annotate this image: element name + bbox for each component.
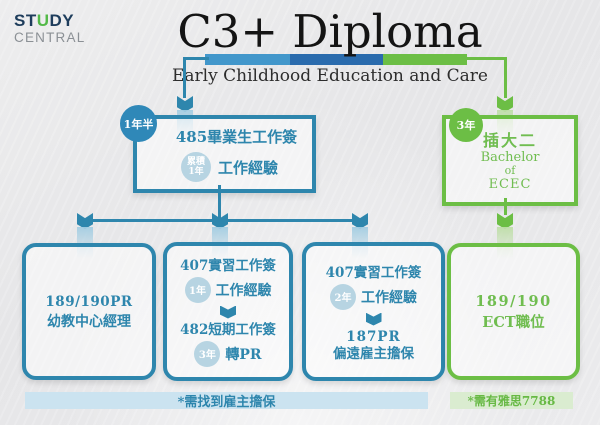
title-bar-dark-blue bbox=[290, 54, 383, 65]
page-title: C3+ Diploma bbox=[177, 5, 483, 58]
pr-transfer-row: 3年 轉PR bbox=[194, 340, 262, 367]
arrow-down-icon bbox=[177, 96, 193, 112]
logo-study-u: U bbox=[36, 11, 50, 30]
experience-label: 工作經驗 bbox=[361, 289, 417, 306]
experience-label: 工作經驗 bbox=[217, 158, 278, 177]
connector-line bbox=[183, 57, 209, 60]
arrow-down-icon bbox=[212, 213, 228, 229]
connector-line bbox=[183, 57, 186, 98]
accumulate-badge-line2: 1年 bbox=[188, 167, 204, 177]
connector-line bbox=[504, 198, 507, 215]
connector-line bbox=[467, 57, 507, 60]
visa-187-title: 187PR bbox=[346, 328, 401, 345]
employer-sponsor-footnote: *需找到雇主擔保 bbox=[25, 392, 428, 410]
connector-line bbox=[504, 57, 507, 98]
experience-label: 工作經驗 bbox=[215, 282, 272, 299]
visa-485-title: 485畢業生工作簽 bbox=[175, 128, 298, 146]
bachelor-line4: ECEC bbox=[488, 177, 532, 192]
arrow-down-icon bbox=[220, 305, 236, 319]
arrow-down-icon bbox=[497, 213, 513, 229]
transfer-pr-label: 轉PR bbox=[225, 346, 262, 363]
pr-line1: 189/190PR bbox=[45, 293, 133, 310]
visa-407-title: 407實習工作簽 bbox=[180, 257, 276, 274]
year-badge: 1年 bbox=[184, 276, 211, 303]
logo-study-pre: ST bbox=[14, 11, 37, 30]
bachelor-line2: Bachelor bbox=[480, 150, 540, 165]
title-bar-green bbox=[383, 54, 467, 65]
year-badge: 3年 bbox=[194, 340, 221, 367]
arrow-down-icon bbox=[352, 213, 368, 229]
node-189-190-pr: 189/190PR 幼教中心經理 bbox=[22, 243, 156, 380]
node-189-190-ect: 189/190 ECT職位 bbox=[447, 243, 580, 380]
bachelor-line3: of bbox=[504, 164, 516, 177]
experience-row: 2年 工作經驗 bbox=[330, 283, 417, 310]
study-central-logo: STUDY CENTRAL bbox=[14, 12, 85, 46]
year-badge: 2年 bbox=[330, 283, 356, 310]
arrow-down-icon bbox=[497, 96, 513, 112]
visa-482-title: 482短期工作簽 bbox=[180, 321, 276, 338]
ect-line2: ECT職位 bbox=[482, 313, 545, 331]
ect-line1: 189/190 bbox=[475, 292, 552, 310]
accumulate-badge-line1: 累積 bbox=[186, 157, 205, 167]
logo-central-line: CENTRAL bbox=[14, 30, 86, 45]
duration-badge: 1年半 bbox=[120, 105, 157, 142]
arrow-down-icon bbox=[77, 213, 93, 229]
pr-line2: 幼教中心經理 bbox=[47, 313, 131, 330]
title-bar-light-blue bbox=[205, 54, 290, 65]
remote-sponsor-label: 偏遠雇主擔保 bbox=[333, 345, 414, 362]
visa-407-title: 407實習工作簽 bbox=[325, 264, 422, 281]
arrow-down-icon bbox=[365, 312, 382, 326]
logo-study-line: STUDY bbox=[14, 12, 85, 30]
duration-badge: 3年 bbox=[449, 108, 483, 142]
connector-line bbox=[218, 185, 221, 222]
ielts-footnote: *需有雅思7788 bbox=[450, 392, 573, 409]
node-407-187-path: 407實習工作簽 2年 工作經驗 187PR 偏遠雇主擔保 bbox=[302, 242, 445, 381]
node-bachelor-ecec: 3年 插大二 Bachelor of ECEC bbox=[442, 108, 578, 206]
page-subtitle: Early Childhood Education and Care bbox=[172, 66, 488, 86]
experience-row: 1年 工作經驗 bbox=[184, 276, 272, 303]
node-407-482-path: 407實習工作簽 1年 工作經驗 482短期工作簽 3年 轉PR bbox=[163, 242, 293, 381]
bachelor-line1: 插大二 bbox=[482, 131, 537, 150]
logo-study-post: DY bbox=[49, 11, 75, 30]
